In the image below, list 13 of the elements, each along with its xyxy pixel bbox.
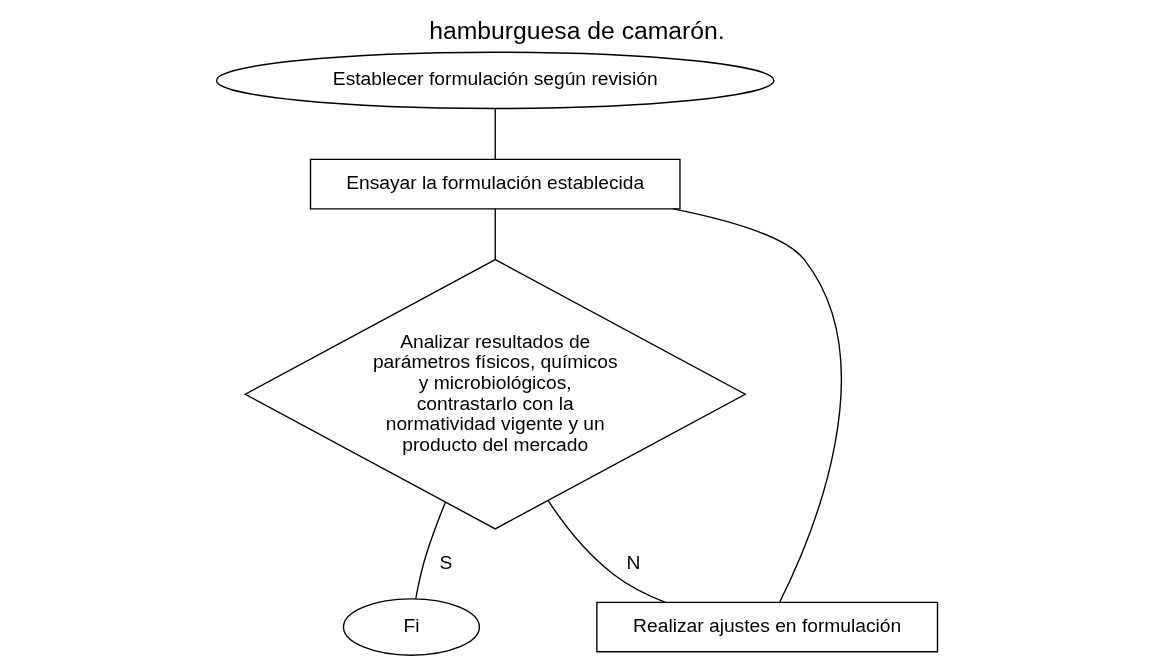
edge-label: S [439,551,453,573]
connector [494,208,496,261]
node-box: Ensayar la formulación establecida [309,158,681,210]
node-box: Realizar ajustes en formulación [596,601,939,653]
edge-label: N [626,551,641,573]
node-ellipse: Establecer formulación según revisión [215,51,775,110]
diagram-title: hamburguesa de camarón. [429,17,725,45]
connector [415,501,447,600]
node-diamond: Analizar resultados de parámetros físicos, químicos y microbiológicos, contrastarlo con la normatividad vigente y un producto del mercado [243,258,747,530]
connector [494,108,496,160]
connector [547,499,667,604]
node-ellipse: Fi [342,598,481,656]
connector [672,208,842,603]
